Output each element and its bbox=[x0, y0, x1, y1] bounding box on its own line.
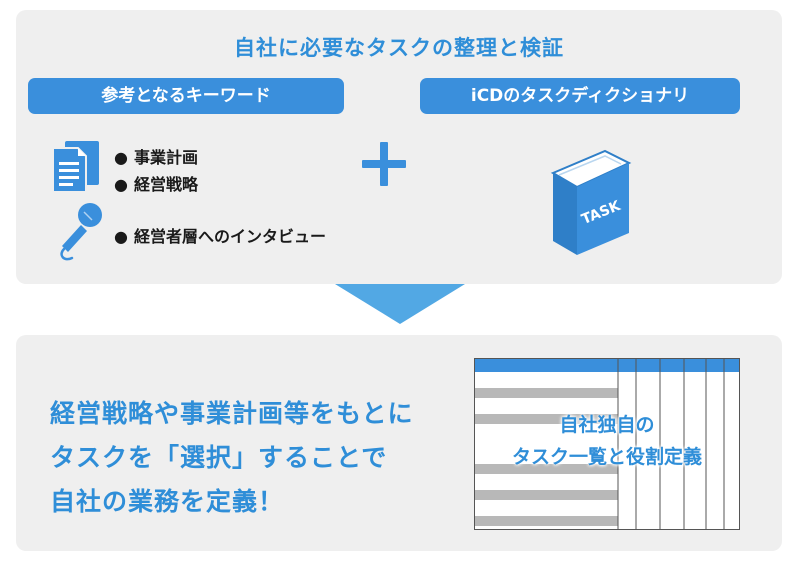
task-book-icon: TASK bbox=[550, 149, 632, 255]
task-dictionary-header: iCDのタスクディクショナリ bbox=[420, 78, 740, 114]
statement-line: 自社の業務を定義！ bbox=[50, 487, 285, 516]
task-table-illustration bbox=[474, 358, 740, 530]
microphone-icon bbox=[60, 203, 102, 261]
bullet-item-management-strategy: ●経営戦略 bbox=[114, 175, 198, 194]
statement-line: タスクを「選択」することで bbox=[50, 443, 388, 472]
table-label-line: タスク一覧と役割定義 bbox=[511, 446, 702, 468]
definition-statement: 経営戦略や事業計画等をもとに タスクを「選択」することで 自社の業務を定義！ bbox=[50, 392, 414, 524]
documents-icon bbox=[52, 141, 99, 193]
plus-icon bbox=[362, 142, 406, 186]
bullet-item-business-plan: ●事業計画 bbox=[114, 148, 198, 167]
task-organization-panel: 自社に必要なタスクの整理と検証 bbox=[16, 10, 782, 284]
keyword-header: 参考となるキーワード bbox=[28, 78, 344, 114]
bullet-item-executive-interview: ●経営者層へのインタビュー bbox=[114, 227, 326, 246]
statement-line: 経営戦略や事業計画等をもとに bbox=[50, 399, 414, 428]
panel-title: 自社に必要なタスクの整理と検証 bbox=[234, 36, 564, 60]
table-label-line: 自社独自の bbox=[559, 414, 655, 436]
down-arrow-icon bbox=[335, 284, 465, 324]
